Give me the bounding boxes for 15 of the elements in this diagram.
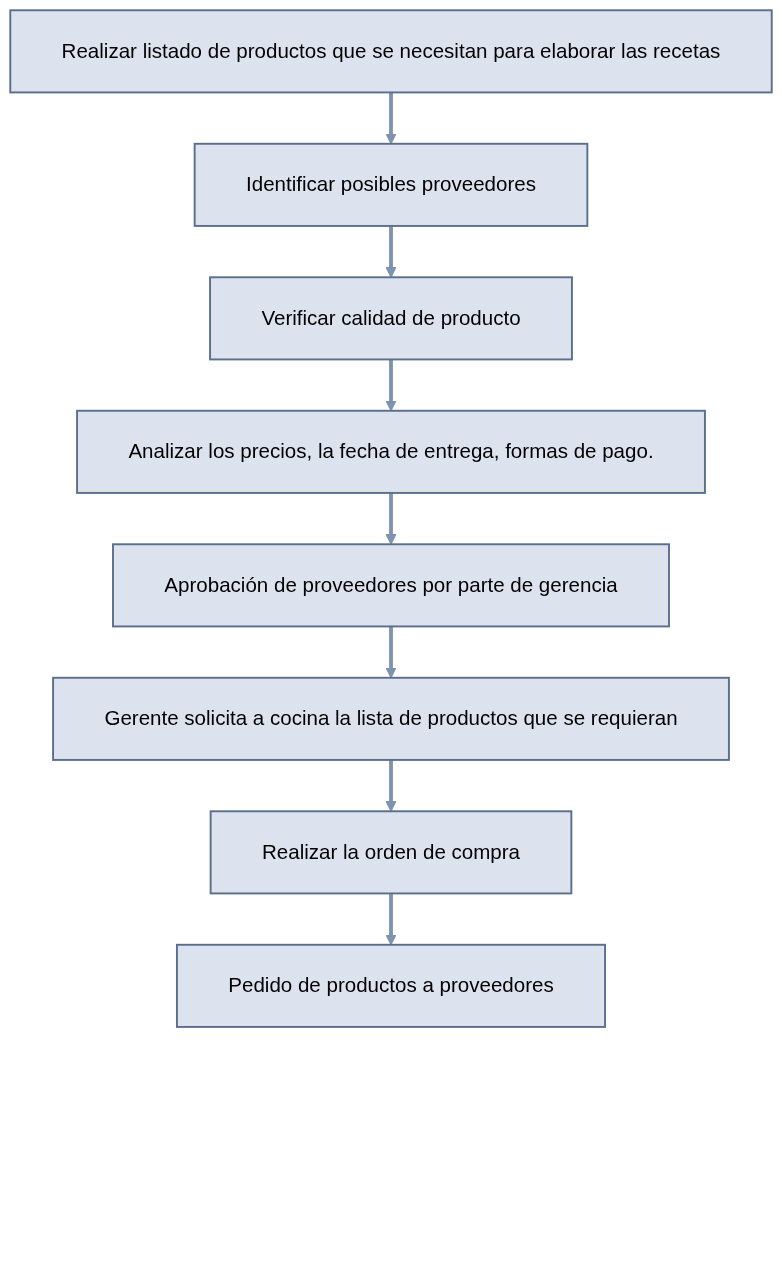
node-box: Realizar listado de productos que se necesitan para elaborar las recetas	[9, 9, 773, 94]
arrow	[385, 225, 397, 278]
arrow	[385, 492, 397, 545]
node-box: Identificar posibles proveedores	[193, 142, 589, 227]
arrow	[385, 893, 397, 946]
node-box: Pedido de productos a proveedores	[175, 943, 607, 1028]
arrow	[385, 759, 397, 812]
node-box: Realizar la orden de compra	[209, 810, 573, 895]
arrow	[385, 626, 397, 679]
node-box: Gerente solicita a cocina la lista de productos que se requieran	[52, 676, 730, 761]
arrow	[385, 359, 397, 412]
arrow	[385, 92, 397, 145]
node-box: Analizar los precios, la fecha de entrega, formas de pago.	[76, 409, 706, 494]
node-box: Verificar calidad de producto	[209, 276, 573, 361]
node-box: Aprobación de proveedores por parte de gerencia	[112, 543, 670, 628]
